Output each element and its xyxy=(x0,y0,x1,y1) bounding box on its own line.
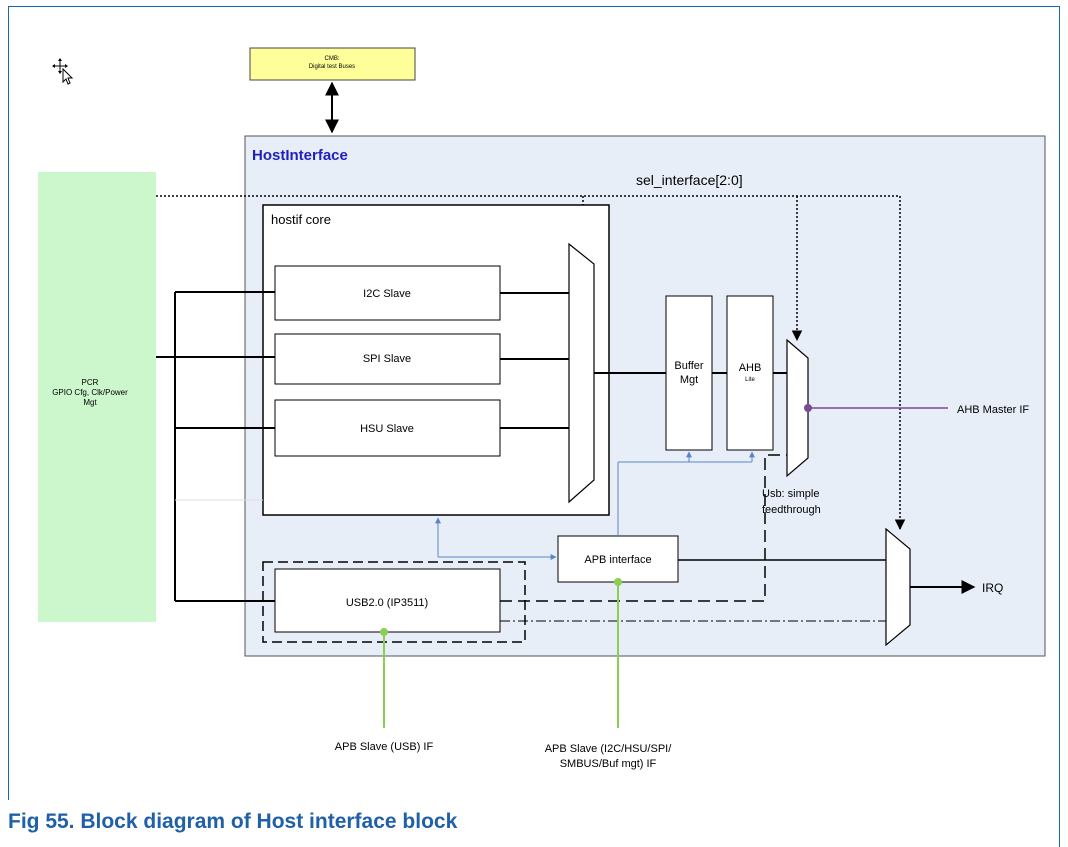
usb20-label: USB2.0 (IP3511) xyxy=(346,597,428,609)
caption-background xyxy=(0,800,1068,847)
ahb-lite-line2: Lite xyxy=(745,377,755,383)
apb-slave-usb-dot xyxy=(380,628,388,636)
irq-label: IRQ xyxy=(982,581,1003,595)
pcr-line1: PCR xyxy=(82,378,99,387)
apb-blue-arrows xyxy=(435,451,755,560)
hsu-slave-label: HSU Slave xyxy=(360,423,414,435)
irq-mux xyxy=(885,527,911,647)
apb-interface-label: APB interface xyxy=(584,554,651,566)
figure-caption: Fig 55. Block diagram of Host interface … xyxy=(8,810,458,833)
usb-ahb-dashed-line xyxy=(500,454,787,602)
host-interface-title: HostInterface xyxy=(252,147,348,164)
cmb-subtitle: Digital test Buses xyxy=(309,64,355,70)
buffer-mgt-line2: Mgt xyxy=(680,374,698,386)
hostif-mux xyxy=(568,242,595,504)
pcr-line3: Mgt xyxy=(83,398,97,407)
spi-slave-label: SPI Slave xyxy=(363,353,411,365)
pcr-bus-lines xyxy=(156,291,275,602)
hsu-slave-box xyxy=(274,399,501,457)
cmb-box xyxy=(249,47,416,81)
ahb-mux xyxy=(786,338,809,478)
buffer-mgt-line1: Buffer xyxy=(674,360,703,372)
apb-slave-other-line1: APB Slave (I2C/HSU/SPI/ xyxy=(545,743,672,755)
buffer-mgt-box xyxy=(665,295,713,451)
apb-slave-other-dot xyxy=(614,578,622,586)
apb-interface-box xyxy=(557,535,679,583)
usb-note-line1: Usb: simple xyxy=(762,488,819,500)
spi-slave-box xyxy=(274,333,501,385)
hostif-core-title: hostif core xyxy=(271,212,331,227)
ahb-master-dot xyxy=(804,404,812,412)
ahb-lite-line1: AHB xyxy=(739,362,762,374)
slave-mux-lines xyxy=(500,292,569,429)
apb-slave-usb-label: APB Slave (USB) IF xyxy=(335,741,434,753)
move-cursor-icon xyxy=(52,58,74,85)
ahb-lite-box xyxy=(726,295,774,451)
usb-dashed-box xyxy=(262,561,526,643)
cmb-title: CMB: xyxy=(325,56,340,62)
apb-slave-other-line2: SMBUS/Buf mgt) IF xyxy=(560,758,657,770)
i2c-slave-label: I2C Slave xyxy=(363,288,411,300)
sel-interface-label: sel_interface[2:0] xyxy=(636,172,743,188)
pcr-box xyxy=(38,172,156,622)
pcr-line2: GPIO Cfg, Clk/Power xyxy=(52,388,128,397)
i2c-slave-box xyxy=(274,265,501,321)
ahb-master-label: AHB Master IF xyxy=(957,404,1029,416)
usb-note-line2: feedthrough xyxy=(762,504,821,516)
